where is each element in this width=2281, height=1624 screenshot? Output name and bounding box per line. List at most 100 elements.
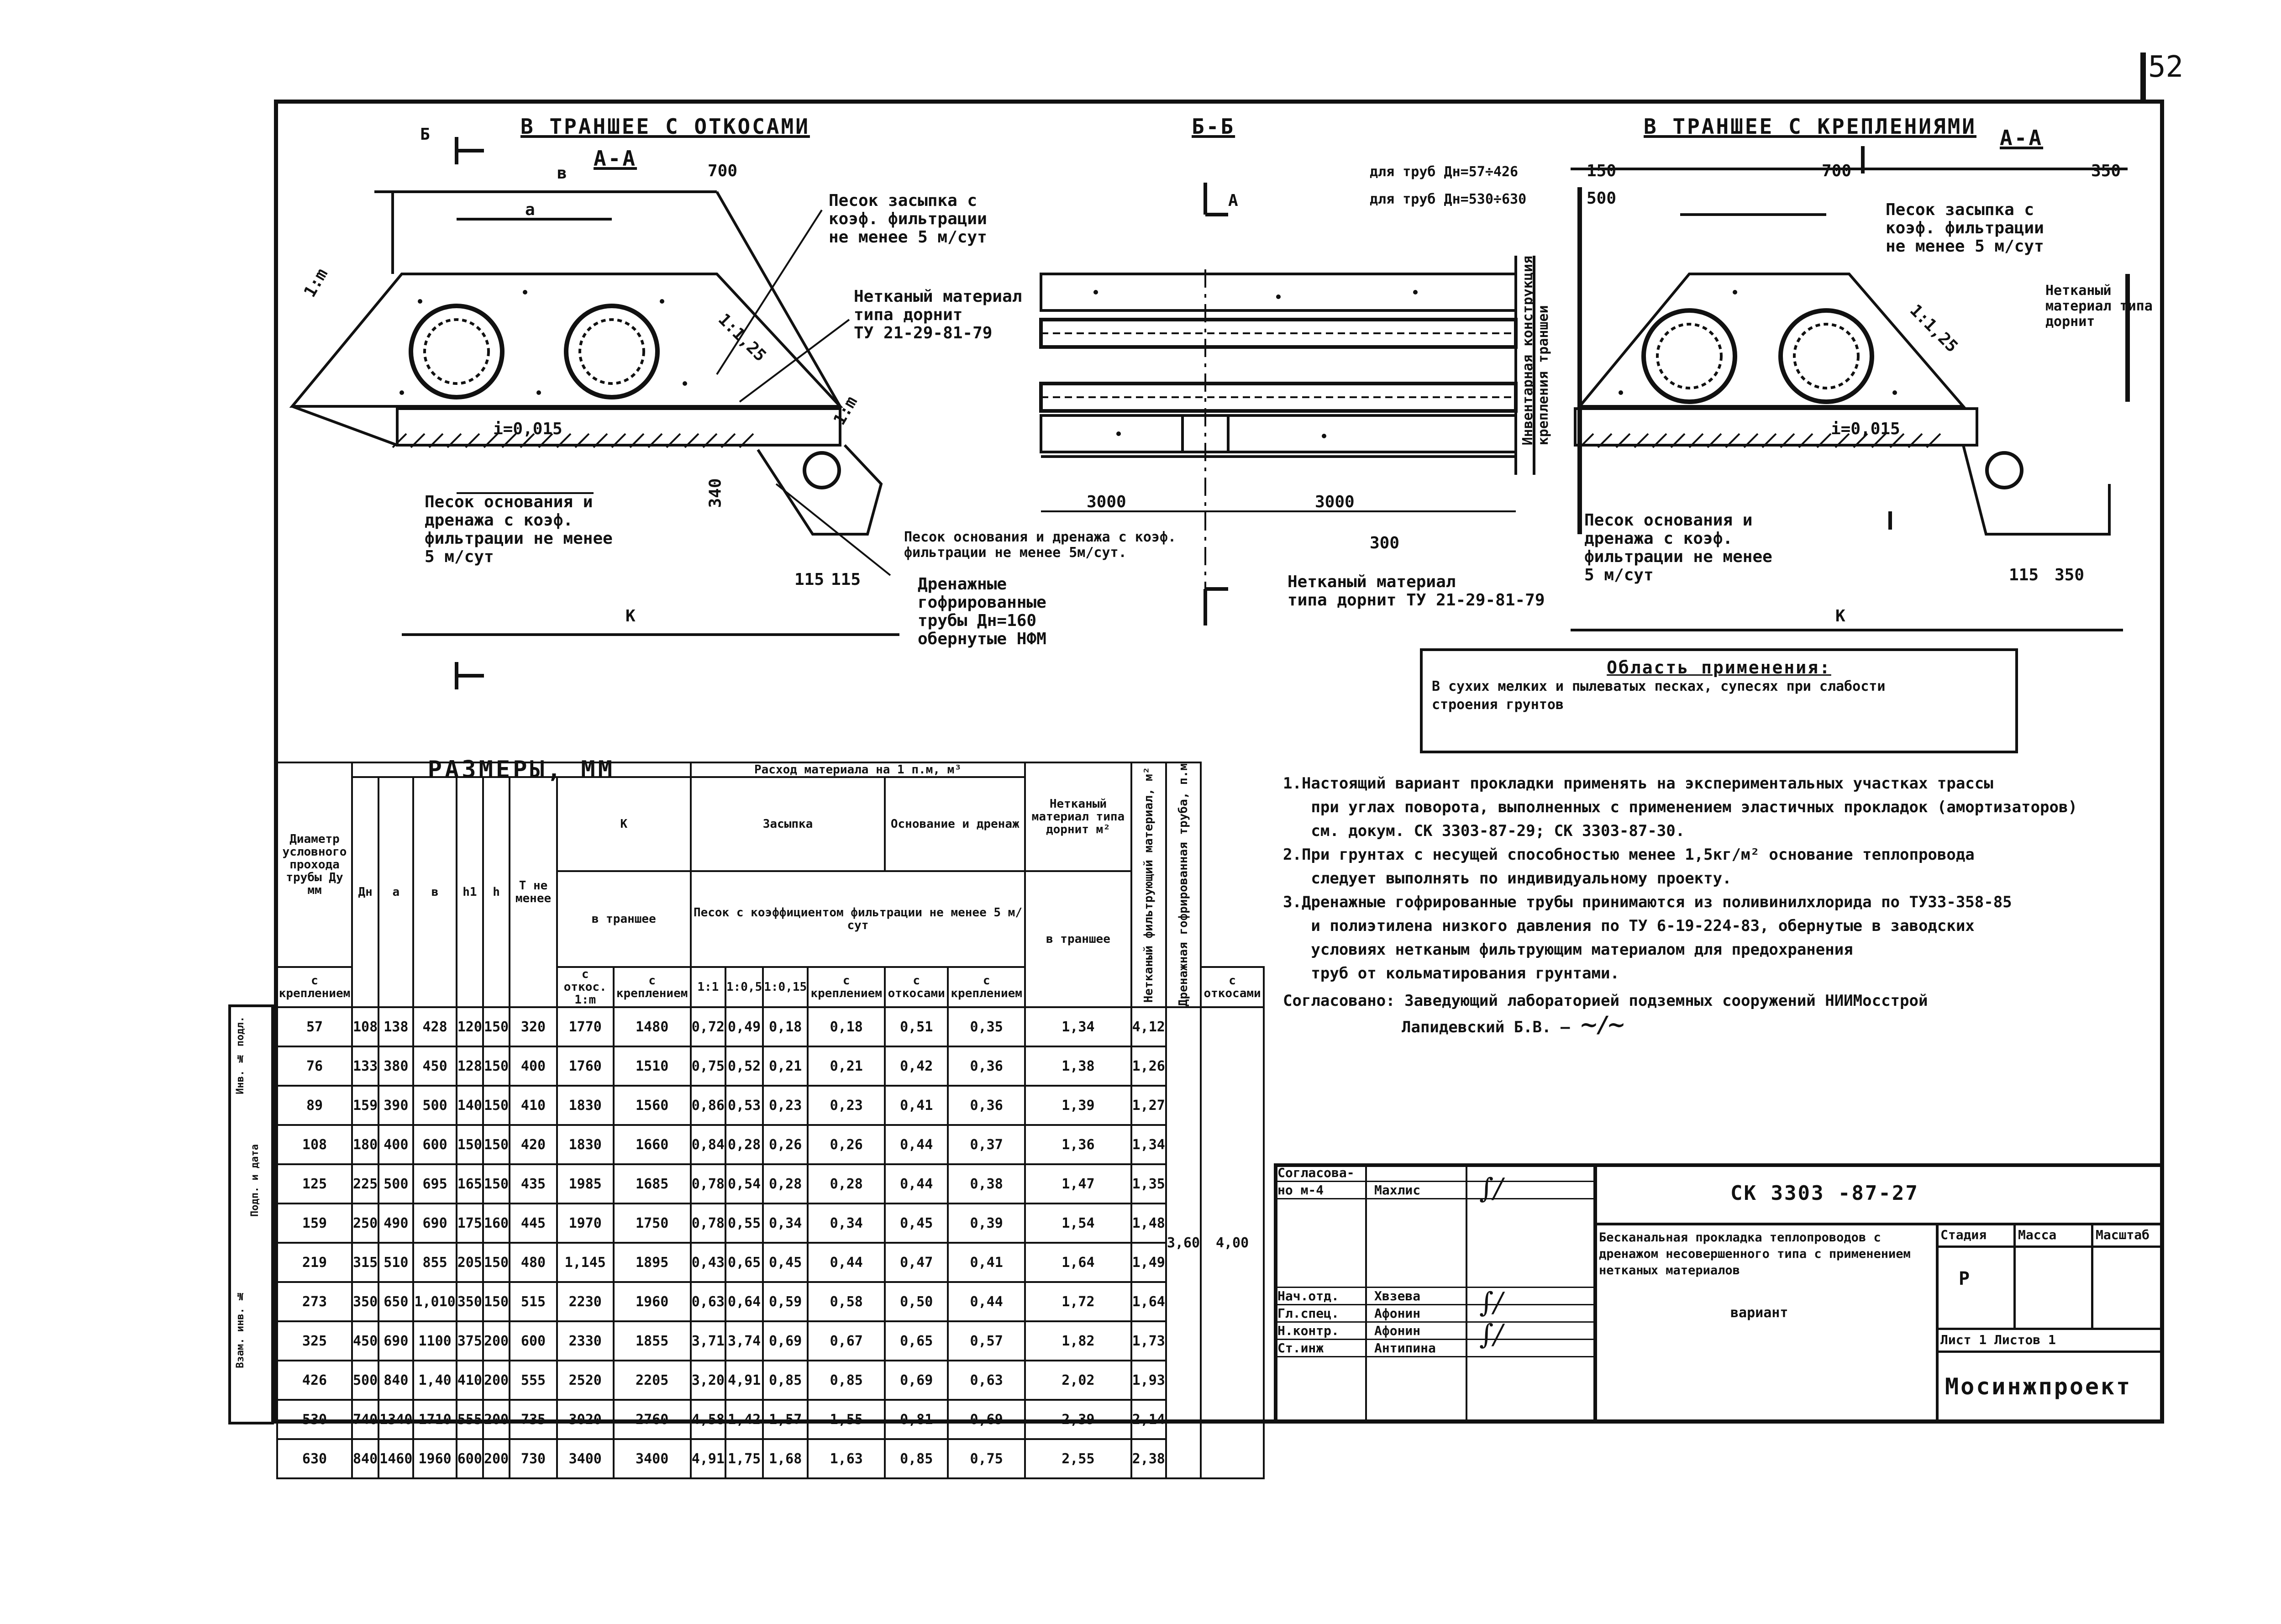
th-drain-pipe: Дренажная гофрированная труба, п.м xyxy=(1166,762,1201,1008)
table-cell: 1830 xyxy=(556,1124,615,1166)
table-cell: 1,54 xyxy=(1024,1203,1132,1244)
table-cell: 150 xyxy=(455,1124,484,1166)
signature-mark: ∫∕ xyxy=(1479,1172,1503,1204)
label-sand-base-right: Песок основания и дренажа с коэф. фильтр… xyxy=(1584,511,1772,584)
table-cell: 1,34 xyxy=(1024,1006,1132,1048)
table-cell: 0,54 xyxy=(724,1163,764,1205)
application-area-text: В сухих мелких и пылеватых песках, супес… xyxy=(1432,678,1886,713)
th-sub-7: с откосами xyxy=(884,966,949,1009)
table-cell: 4,91 xyxy=(689,1438,726,1480)
table-cell: 0,59 xyxy=(762,1281,809,1323)
table-cell: 108 xyxy=(276,1124,353,1166)
table-cell: 600 xyxy=(455,1438,484,1480)
dim-350: 350 xyxy=(2091,162,2121,180)
table-cell: 500 xyxy=(351,1360,380,1401)
table-cell: 0,44 xyxy=(807,1242,886,1283)
note-line: при углах поворота, выполненных с примен… xyxy=(1283,798,2077,816)
table-cell: 400 xyxy=(378,1124,415,1166)
table-cell: 0,51 xyxy=(884,1006,949,1048)
th-h1: h1 xyxy=(455,776,484,1009)
dim-115-b: 115 xyxy=(831,570,861,589)
table-cell: 0,23 xyxy=(762,1085,809,1126)
drain-total: 4,00 xyxy=(1200,1006,1265,1480)
table-cell: 630 xyxy=(276,1438,353,1480)
table-cell: 0,28 xyxy=(807,1163,886,1205)
table-cell: 4,58 xyxy=(689,1399,726,1440)
left-pipe-2 xyxy=(564,304,660,399)
dim-115-a: 115 xyxy=(794,570,825,589)
dim-350-right: 350 xyxy=(2055,566,2085,584)
table-cell: 530 xyxy=(276,1399,353,1440)
table-cell: 89 xyxy=(276,1085,353,1126)
table-cell: 0,65 xyxy=(884,1320,949,1362)
table-cell: 1,38 xyxy=(1024,1046,1132,1087)
binding-strip: Инв. № подл. Подп. и дата Взам. инв. № xyxy=(228,1004,274,1424)
table-cell: 690 xyxy=(378,1320,415,1362)
table-cell: 0,50 xyxy=(884,1281,949,1323)
doc-title-variant: вариант xyxy=(1730,1305,1788,1321)
table-cell: 0,81 xyxy=(884,1399,949,1440)
table-cell: 315 xyxy=(351,1242,380,1283)
table-cell: 108 xyxy=(351,1006,380,1048)
table-cell: 0,69 xyxy=(762,1320,809,1362)
table-cell: 1,39 xyxy=(1024,1085,1132,1126)
th-base: Основание и дренаж xyxy=(884,776,1026,872)
table-cell: 350 xyxy=(455,1281,484,1323)
dim-k: K xyxy=(625,607,636,625)
th-sub-9: с откосами xyxy=(1200,966,1265,1009)
th-sub-2: с креплением xyxy=(612,966,692,1009)
grade-label: i=0,015 xyxy=(493,420,562,438)
table-cell: 4,12 xyxy=(1130,1006,1167,1048)
stamp-role: Ст.инж xyxy=(1277,1340,1324,1356)
table-cell: 650 xyxy=(378,1281,415,1323)
table-cell: 150 xyxy=(482,1085,511,1126)
label-support-note: Инвентарная конструкция крепления транше… xyxy=(1520,256,1551,446)
stamp-name: Антипина xyxy=(1374,1340,1436,1356)
th-k-trench: в траншее xyxy=(556,870,692,968)
table-cell: 426 xyxy=(276,1360,353,1401)
th-h: h xyxy=(482,776,511,1009)
table-cell: 1,48 xyxy=(1130,1203,1167,1244)
left-cut-label: А-А xyxy=(594,146,637,171)
table-cell: 1,26 xyxy=(1130,1046,1167,1087)
table-cell: 0,38 xyxy=(947,1163,1026,1205)
left-section-title: В ТРАНШЕЕ С ОТКОСАМИ xyxy=(520,114,810,139)
stamp-role: Н.контр. xyxy=(1277,1323,1339,1338)
page-number: 52 xyxy=(2148,50,2184,84)
table-cell: 1460 xyxy=(378,1438,415,1480)
page-number-rule xyxy=(2140,53,2146,103)
table-cell: 57 xyxy=(276,1006,353,1048)
table-cell: 0,55 xyxy=(724,1203,764,1244)
table-cell: 0,64 xyxy=(724,1281,764,1323)
right-cut-label: А-А xyxy=(2000,126,2044,150)
doc-title: Бесканальная прокладка теплопроводов с д… xyxy=(1599,1230,1911,1277)
table-cell: 0,58 xyxy=(807,1281,886,1323)
table-cell: 0,18 xyxy=(762,1006,809,1048)
dimensions-table: Диаметр условного прохода трубы Ду мм РА… xyxy=(276,758,1265,1480)
table-cell: 1,49 xyxy=(1130,1242,1167,1283)
middle-section-title: Б-Б xyxy=(1192,114,1235,139)
th-sub-3: 1:1 xyxy=(689,966,726,1009)
table-cell: 0,67 xyxy=(807,1320,886,1362)
table-cell: 1985 xyxy=(556,1163,615,1205)
table-cell: 1,34 xyxy=(1130,1124,1167,1166)
table-cell: 1,82 xyxy=(1024,1320,1132,1362)
table-cell: 0,69 xyxy=(947,1399,1026,1440)
table-cell: 3400 xyxy=(556,1438,615,1480)
signature-mark: ∫∕ xyxy=(1479,1319,1503,1351)
note-line: 1.Настоящий вариант прокладки применять … xyxy=(1283,774,1993,793)
table-cell: 0,85 xyxy=(884,1438,949,1480)
table-cell: 1760 xyxy=(556,1046,615,1087)
table-cell: 3020 xyxy=(556,1399,615,1440)
stage-value: Р xyxy=(1959,1268,1970,1289)
table-cell: 0,45 xyxy=(884,1203,949,1244)
note-line: 3.Дренажные гофрированные трубы принимаю… xyxy=(1283,893,2012,911)
label-for-pipes-2: для труб Дн=530÷630 xyxy=(1370,191,1527,207)
table-cell: 1,72 xyxy=(1024,1281,1132,1323)
